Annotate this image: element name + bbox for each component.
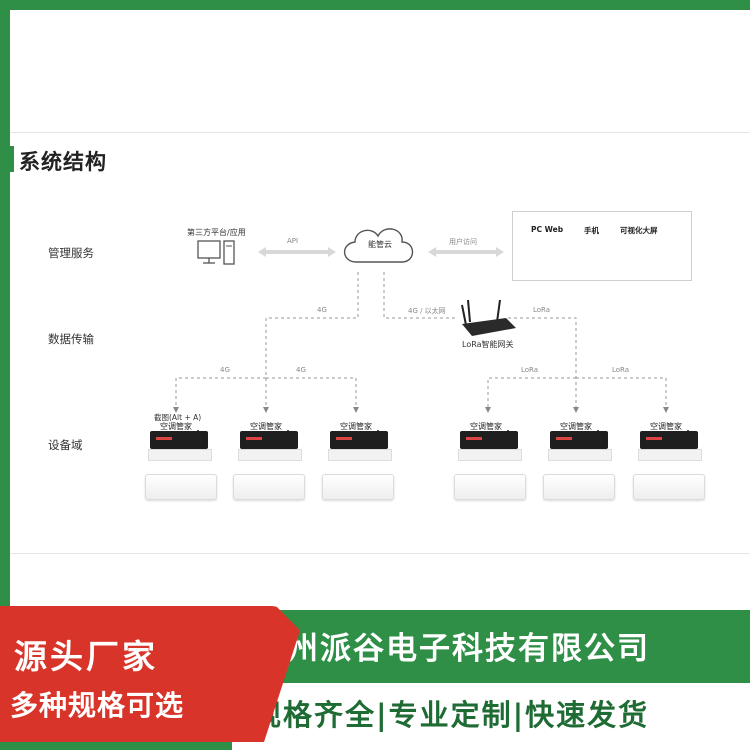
company-banner [222, 612, 750, 682]
device-base-1 [148, 449, 212, 461]
pc-web-label: PC Web [531, 225, 564, 234]
dashed-links [173, 272, 669, 413]
section-title-accent [10, 146, 14, 172]
promo-badge [0, 606, 300, 742]
company-name: 广州派谷电子科技有限公司 [254, 631, 650, 667]
device-unit-3 [330, 431, 388, 449]
device-unit-6 [640, 431, 698, 449]
layer-label-device: 设备域 [48, 438, 83, 452]
link-label-lora-right: LoRa [612, 366, 630, 374]
device-base-3 [328, 449, 392, 461]
device-label-3: 空调管家 [340, 422, 372, 431]
device-unit-4 [460, 431, 518, 449]
section-title: 系统结构 [19, 150, 107, 174]
third-party-label: 第三方平台/应用 [187, 228, 246, 237]
screenshot-hint: 截图(Alt + A) [154, 413, 202, 422]
slogan-text: 规格齐全|专业定制|快速发货 [252, 698, 650, 732]
device-base-5 [548, 449, 612, 461]
air-conditioner-1 [145, 474, 217, 500]
air-conditioner-4 [454, 474, 526, 500]
device-label-4: 空调管家 [470, 422, 502, 431]
computer-icon [197, 240, 235, 265]
device-base-4 [458, 449, 522, 461]
device-label-6: 空调管家 [650, 422, 682, 431]
device-base-6 [638, 449, 702, 461]
gateway-router-icon [461, 299, 516, 336]
link-label-4g-left: 4G [220, 366, 230, 374]
content-panel [10, 10, 750, 610]
phone-label: 手机 [584, 226, 599, 235]
source-factory-text: 源头厂家 [14, 637, 158, 676]
device-label-2: 空调管家 [250, 422, 282, 431]
device-unit-1 [150, 431, 208, 449]
link-label-4g-right: 4G [296, 366, 306, 374]
slogan-banner [232, 683, 750, 750]
multi-spec-text: 多种规格可选 [10, 689, 185, 722]
cloud-label: 能管云 [368, 240, 392, 249]
divider-top [10, 132, 750, 133]
device-label-5: 空调管家 [560, 422, 592, 431]
layer-label-transport: 数据传输 [48, 332, 94, 346]
user-access-label: 用户访问 [449, 238, 477, 246]
device-unit-5 [550, 431, 608, 449]
air-conditioner-3 [322, 474, 394, 500]
air-conditioner-2 [233, 474, 305, 500]
link-label-lora-left: LoRa [521, 366, 539, 374]
gateway-label: LoRa智能网关 [462, 340, 514, 349]
device-label-1: 空调管家 [160, 422, 192, 431]
link-label-lora-gateway: LoRa [533, 306, 551, 314]
api-label: API [287, 237, 299, 245]
link-label-4g-cloud: 4G [317, 306, 327, 314]
air-conditioner-5 [543, 474, 615, 500]
layer-label-management: 管理服务 [48, 246, 94, 260]
big-screen-label: 可视化大屏 [620, 226, 658, 235]
access-box [512, 211, 692, 281]
cloud-icon [343, 228, 414, 263]
device-unit-2 [240, 431, 298, 449]
link-label-4g-ethernet: 4G / 以太网 [408, 307, 446, 315]
air-conditioner-6 [633, 474, 705, 500]
divider-bottom [10, 553, 750, 554]
api-arrow [258, 247, 336, 257]
device-base-2 [238, 449, 302, 461]
user-access-arrow [428, 247, 504, 257]
